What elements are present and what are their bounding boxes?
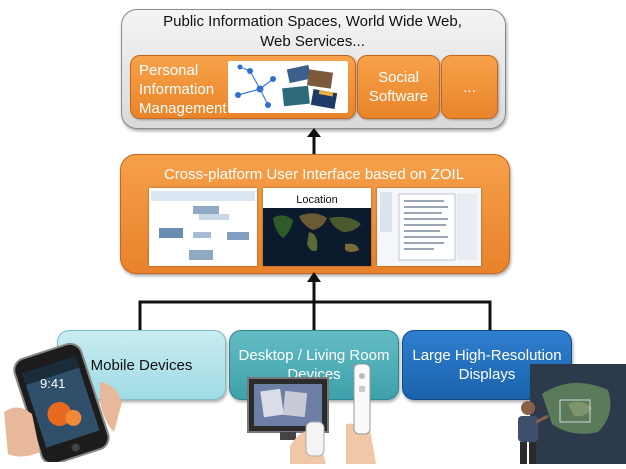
title-line-2: Web Services... bbox=[260, 33, 365, 50]
arrow-to-top bbox=[307, 128, 321, 155]
title-line-1: Public Information Spaces, World Wide We… bbox=[163, 13, 462, 30]
pim-label-line-2: Information bbox=[139, 81, 215, 98]
information-spaces-title: Public Information Spaces, World Wide We… bbox=[121, 12, 504, 52]
desktop-wii-image bbox=[246, 363, 408, 464]
zoil-screenshot-left bbox=[149, 188, 257, 266]
zoil-screenshot-document bbox=[377, 188, 481, 266]
large-label-line-2: Displays bbox=[458, 366, 516, 383]
phone-time: 9:41 bbox=[40, 376, 66, 391]
social-line-1: Social bbox=[378, 69, 419, 86]
pim-graph-image bbox=[228, 61, 348, 113]
smartphone-image bbox=[4, 342, 126, 465]
social-line-2: Software bbox=[368, 88, 429, 105]
pim-box: Personal Information Management bbox=[130, 55, 356, 119]
mobile-devices-label: Mobile Devices bbox=[90, 356, 193, 374]
social-software-box: Social Software bbox=[357, 55, 440, 119]
large-label-line-1: Large High-Resolution bbox=[412, 347, 562, 364]
large-display-image bbox=[512, 364, 626, 464]
more-label: ... bbox=[463, 78, 476, 96]
location-label: Location bbox=[296, 194, 338, 206]
desktop-label-line-1: Desktop / Living Room bbox=[238, 347, 390, 364]
device-connectors bbox=[130, 272, 500, 332]
pim-label: Personal Information Management bbox=[139, 61, 234, 118]
pim-label-line-3: Management bbox=[139, 100, 227, 117]
more-box: ... bbox=[441, 55, 498, 119]
pim-label-line-1: Personal bbox=[139, 62, 199, 79]
zoil-ui-title: Cross-platform User Interface based on Z… bbox=[163, 166, 465, 183]
zoil-screenshot-map bbox=[263, 188, 371, 266]
